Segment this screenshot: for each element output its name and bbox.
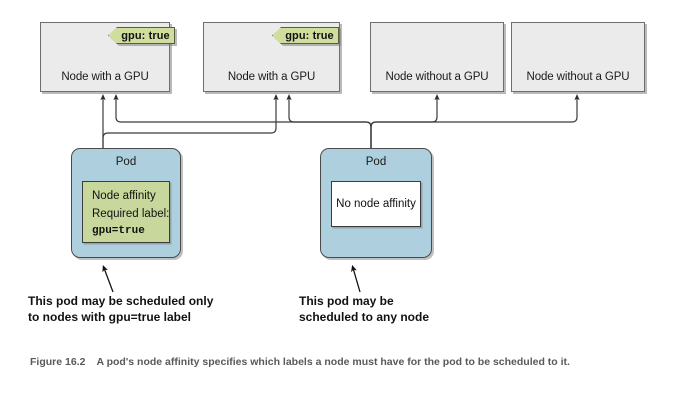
- gpu-tag-text: gpu: true: [121, 29, 170, 42]
- pod-title: Pod: [365, 156, 387, 168]
- gpu-tag-text: gpu: true: [285, 29, 334, 42]
- node-label: Node without a GPU: [526, 71, 630, 83]
- node-label: Node with a GPU: [61, 71, 149, 83]
- node-affinity-spec-box[interactable]: Node affinity Required label: gpu=true: [82, 181, 170, 243]
- node-box-nogpu-2[interactable]: Node without a GPU: [511, 22, 645, 92]
- affinity-line-1: Node affinity: [92, 190, 156, 202]
- annotation-left-line-1: This pod may be scheduled only: [28, 294, 214, 308]
- affinity-label-selector: gpu=true: [92, 225, 145, 237]
- no-node-affinity-box[interactable]: No node affinity: [331, 181, 421, 227]
- no-affinity-text: No node affinity: [336, 198, 416, 210]
- figure-number: Figure 16.2: [30, 356, 86, 368]
- arrow-pod2-to-node2: [286, 94, 372, 148]
- gpu-tag-node-1: gpu: true: [108, 27, 175, 44]
- annotation-left: This pod may be scheduled only to nodes …: [28, 294, 213, 325]
- arrow-pod2-to-node4: [370, 94, 580, 148]
- gpu-tag-node-2: gpu: true: [272, 27, 339, 44]
- figure-caption: Figure 16.2 A pod's node affinity specifi…: [30, 355, 630, 370]
- affinity-line-2: Required label:: [92, 208, 170, 220]
- annotation-right: This pod may be scheduled to any node: [299, 294, 429, 325]
- node-label: Node without a GPU: [385, 71, 489, 83]
- annotation-right-line-2: scheduled to any node: [299, 309, 430, 324]
- annotation-pointer-left: [102, 265, 114, 293]
- arrow-pod1-to-node2: [102, 94, 279, 148]
- annotation-left-line-2: to nodes with gpu=true label: [28, 309, 192, 324]
- node-label: Node with a GPU: [227, 71, 316, 83]
- annotation-pointer-right: [351, 264, 361, 293]
- pod-title: Pod: [115, 156, 137, 168]
- node-box-nogpu-1[interactable]: Node without a GPU: [370, 22, 504, 92]
- figure-caption-text: A pod's node affinity specifies which la…: [96, 356, 570, 368]
- annotation-right-line-1: This pod may be: [299, 294, 394, 308]
